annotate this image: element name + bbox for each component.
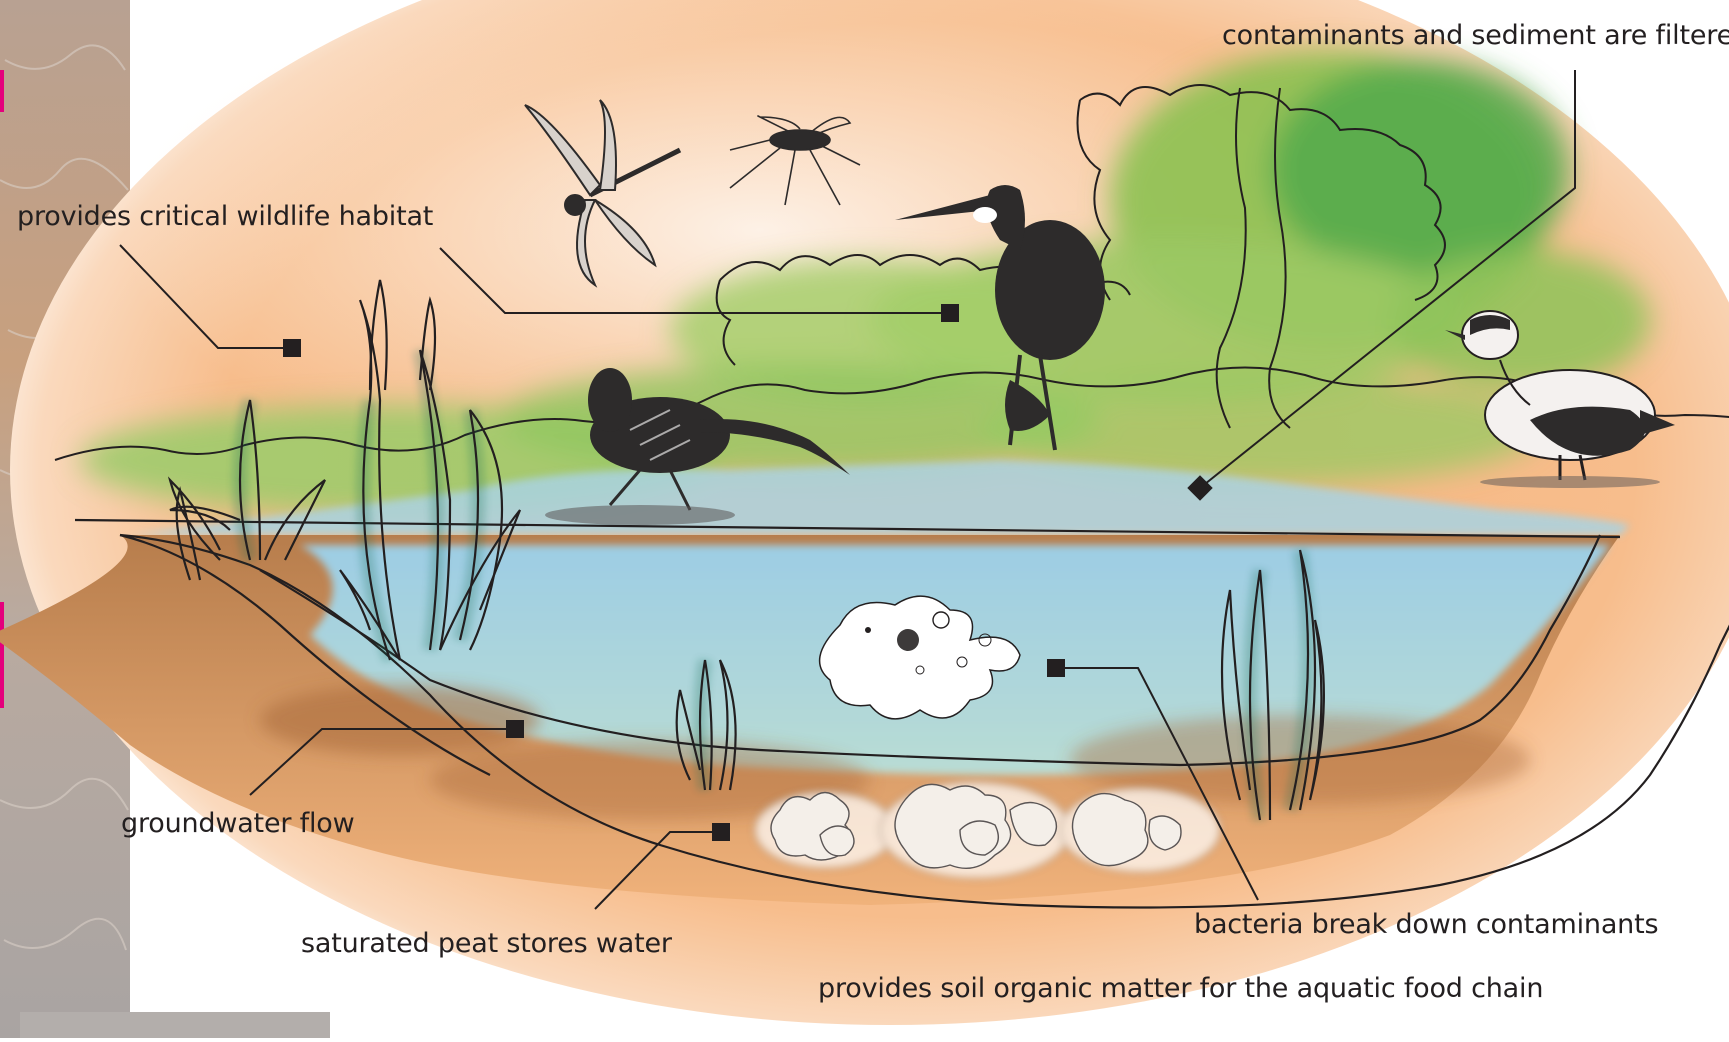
label-contaminants-filtered: contaminants and sediment are filtered [1222, 22, 1729, 49]
label-wildlife-habitat: provides critical wildlife habitat [17, 203, 433, 230]
label-bacteria: bacteria break down contaminants [1194, 911, 1658, 938]
rock-strip-bottom [20, 1012, 330, 1038]
edge-mark [0, 602, 4, 708]
gravel-bed [755, 782, 1220, 878]
label-saturated-peat: saturated peat stores water [301, 930, 672, 957]
edge-mark [0, 70, 4, 112]
label-soil-organic-matter: provides soil organic matter for the aqu… [818, 975, 1543, 1002]
label-groundwater-flow: groundwater flow [121, 810, 354, 837]
